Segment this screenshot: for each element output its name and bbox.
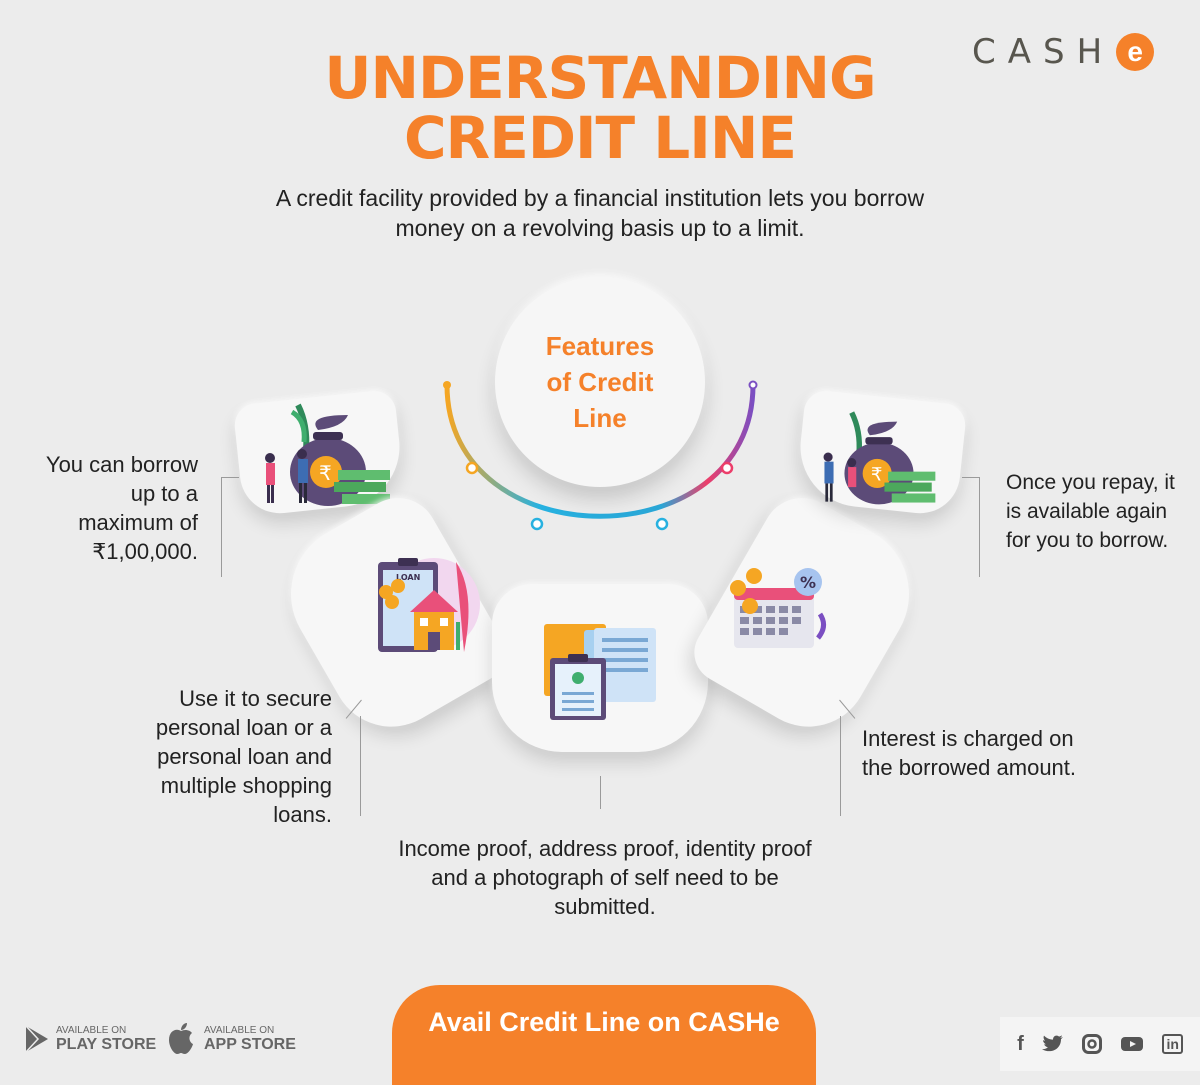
logo-text: CASH — [972, 32, 1115, 72]
title-line-1: UNDERSTANDING — [324, 44, 876, 112]
brand-logo: CASH e — [972, 30, 1155, 74]
twitter-icon[interactable] — [1041, 1035, 1064, 1053]
play-store-big: PLAY STORE — [56, 1035, 157, 1053]
facebook-icon[interactable]: f — [1017, 1032, 1024, 1055]
feature-text-repay: Once you repay, it is available again fo… — [1006, 471, 1175, 552]
connector-line — [360, 716, 361, 816]
apple-icon — [169, 1023, 193, 1054]
connector-line — [221, 477, 239, 478]
connector-line — [600, 776, 601, 809]
center-label: Features of Credit Line — [545, 331, 655, 433]
connector-line — [221, 477, 222, 577]
center-circle: Features of Credit Line — [495, 277, 705, 487]
feature-text-documents: Income proof, address proof, identity pr… — [398, 836, 812, 919]
calendar-percent-icon: % — [730, 568, 826, 648]
linkedin-icon[interactable]: in — [1162, 1034, 1183, 1054]
page-title: UNDERSTANDING CREDIT LINE — [0, 48, 1200, 168]
connector-line — [962, 477, 980, 478]
svg-text:%: % — [800, 573, 816, 592]
feature-arc — [443, 380, 758, 531]
avail-credit-line-button[interactable]: Avail Credit Line on CASHe — [392, 985, 816, 1085]
connector-line — [840, 716, 841, 816]
play-store-badge[interactable]: AVAILABLE ON PLAY STORE — [24, 1024, 156, 1054]
feature-text-interest: Interest is charged on the borrowed amou… — [862, 726, 1077, 780]
svg-text:₹: ₹ — [319, 461, 332, 485]
social-bar: f in — [1000, 1017, 1200, 1071]
title-line-2: CREDIT LINE — [403, 104, 797, 172]
svg-text:₹: ₹ — [871, 465, 883, 486]
feature-text-loans: Use it to secure personal loan or a pers… — [155, 686, 332, 827]
documents-icon — [544, 624, 656, 720]
instagram-icon[interactable] — [1082, 1034, 1103, 1054]
youtube-icon[interactable] — [1120, 1035, 1144, 1053]
feature-text-borrow: You can borrow up to a maximum of ₹1,00,… — [45, 452, 198, 564]
logo-e-badge: e — [1116, 33, 1155, 71]
connector-line — [979, 477, 980, 577]
play-store-icon — [25, 1025, 48, 1053]
app-store-big: APP STORE — [204, 1035, 296, 1053]
page-subtitle: A credit facility provided by a financia… — [275, 185, 925, 241]
svg-text:LOAN: LOAN — [396, 573, 420, 582]
loan-house-icon: LOAN — [378, 558, 480, 652]
app-store-small: AVAILABLE ON — [204, 1024, 275, 1036]
money-bag-icon: ₹ — [265, 403, 390, 506]
play-store-small: AVAILABLE ON — [56, 1024, 127, 1036]
app-store-badge[interactable]: AVAILABLE ON APP STORE — [166, 1022, 296, 1056]
money-bag-icon: ₹ — [823, 411, 936, 505]
